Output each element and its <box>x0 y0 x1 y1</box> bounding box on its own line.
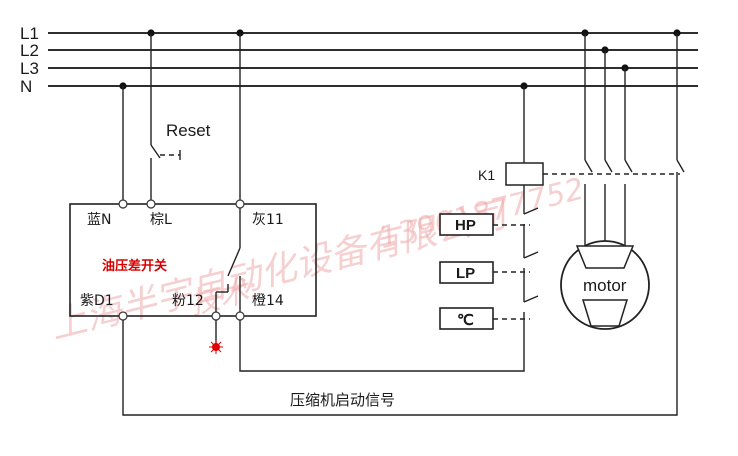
k1-coil <box>505 162 544 186</box>
alarm-indicator <box>209 320 223 354</box>
lp-label: LP <box>456 265 475 282</box>
terminal-orange <box>235 311 245 321</box>
wire-orange-chain <box>239 318 525 372</box>
contact-l3 <box>624 159 633 173</box>
alarm-ray-d2 <box>210 341 222 353</box>
bus-label-l2: L2 <box>20 41 39 60</box>
reset-switch: Reset <box>150 33 211 204</box>
bus-label-l1: L1 <box>20 24 39 43</box>
motor-base <box>581 299 629 327</box>
terminal-label-blue: 蓝N <box>87 212 111 228</box>
k1-label: K1 <box>478 167 495 183</box>
terminal-gray <box>235 199 245 209</box>
bus-lines: L1 L2 L3 N <box>20 24 698 96</box>
terminal-purple <box>118 311 128 321</box>
terminal-label-orange: 橙14 <box>252 293 284 309</box>
reset-label: Reset <box>166 121 211 140</box>
terminal-blue <box>118 199 128 209</box>
k1-contactor: K1 <box>478 86 680 214</box>
motor-label: motor <box>583 276 627 295</box>
contact-signal <box>676 159 685 173</box>
hp-label: HP <box>455 217 476 234</box>
motor-terminal-box <box>575 245 635 269</box>
reset-blade <box>150 144 161 159</box>
signal-label: 压缩机启动信号 <box>290 391 395 409</box>
motor-contacts <box>584 33 685 246</box>
oil-pressure-switch: 蓝N 棕L 灰11 油压差开关 紫D1 粉12 橙14 <box>69 199 317 321</box>
terminal-label-purple: 紫D1 <box>80 293 114 309</box>
contact-l2 <box>604 159 613 173</box>
temp-contact <box>523 295 539 303</box>
bus-label-l3: L3 <box>20 59 39 78</box>
terminal-label-pink: 粉12 <box>172 293 204 309</box>
terminal-label-brown: 棕L <box>150 212 172 228</box>
junction-dots <box>119 29 681 90</box>
wire-signal-loop <box>122 184 678 416</box>
temp-label: ℃ <box>457 312 474 329</box>
hp-contact <box>523 207 539 215</box>
internal-contact-blade <box>227 247 241 277</box>
terminal-brown <box>146 199 156 209</box>
lp-contact <box>523 251 539 259</box>
bus-label-n: N <box>20 77 32 96</box>
terminal-label-gray: 灰11 <box>252 212 284 228</box>
motor: motor <box>560 240 650 330</box>
motor-body <box>560 240 650 330</box>
switch-box-outline <box>69 203 317 317</box>
contact-l1 <box>584 159 593 173</box>
switch-title: 油压差开关 <box>102 258 167 274</box>
protection-switches: HP LP ℃ <box>439 207 539 330</box>
terminal-pink <box>211 311 221 321</box>
